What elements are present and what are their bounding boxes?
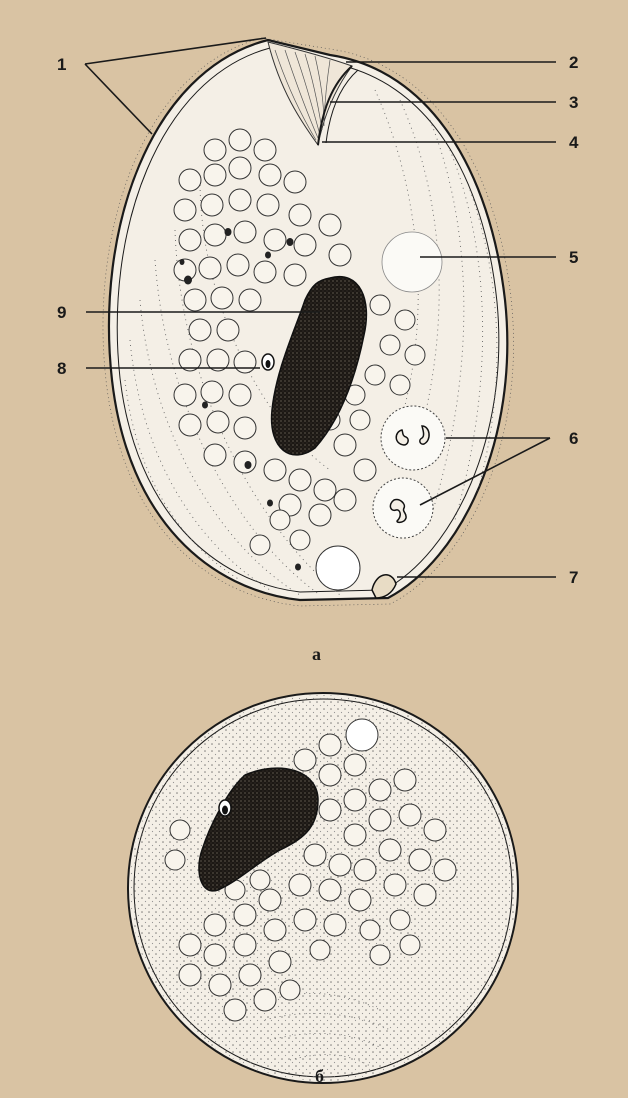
callout-9: 9 [57,303,66,322]
callout-6: 6 [569,429,578,448]
panel-b: б [128,693,518,1086]
large-vacuole-b [346,719,378,751]
panel-a-letter: а [312,644,321,664]
callout-8: 8 [57,359,66,378]
contractile-vacuole [382,232,442,292]
panel-a: 1 2 3 4 5 6 7 8 9 а [57,38,579,664]
callout-5: 5 [569,248,578,267]
callout-7: 7 [569,568,578,587]
callout-3: 3 [569,93,578,112]
panel-b-letter: б [315,1066,324,1086]
callout-4: 4 [569,133,579,152]
posterior-vacuole [316,546,360,590]
callout-2: 2 [569,53,578,72]
callout-1: 1 [57,55,66,74]
